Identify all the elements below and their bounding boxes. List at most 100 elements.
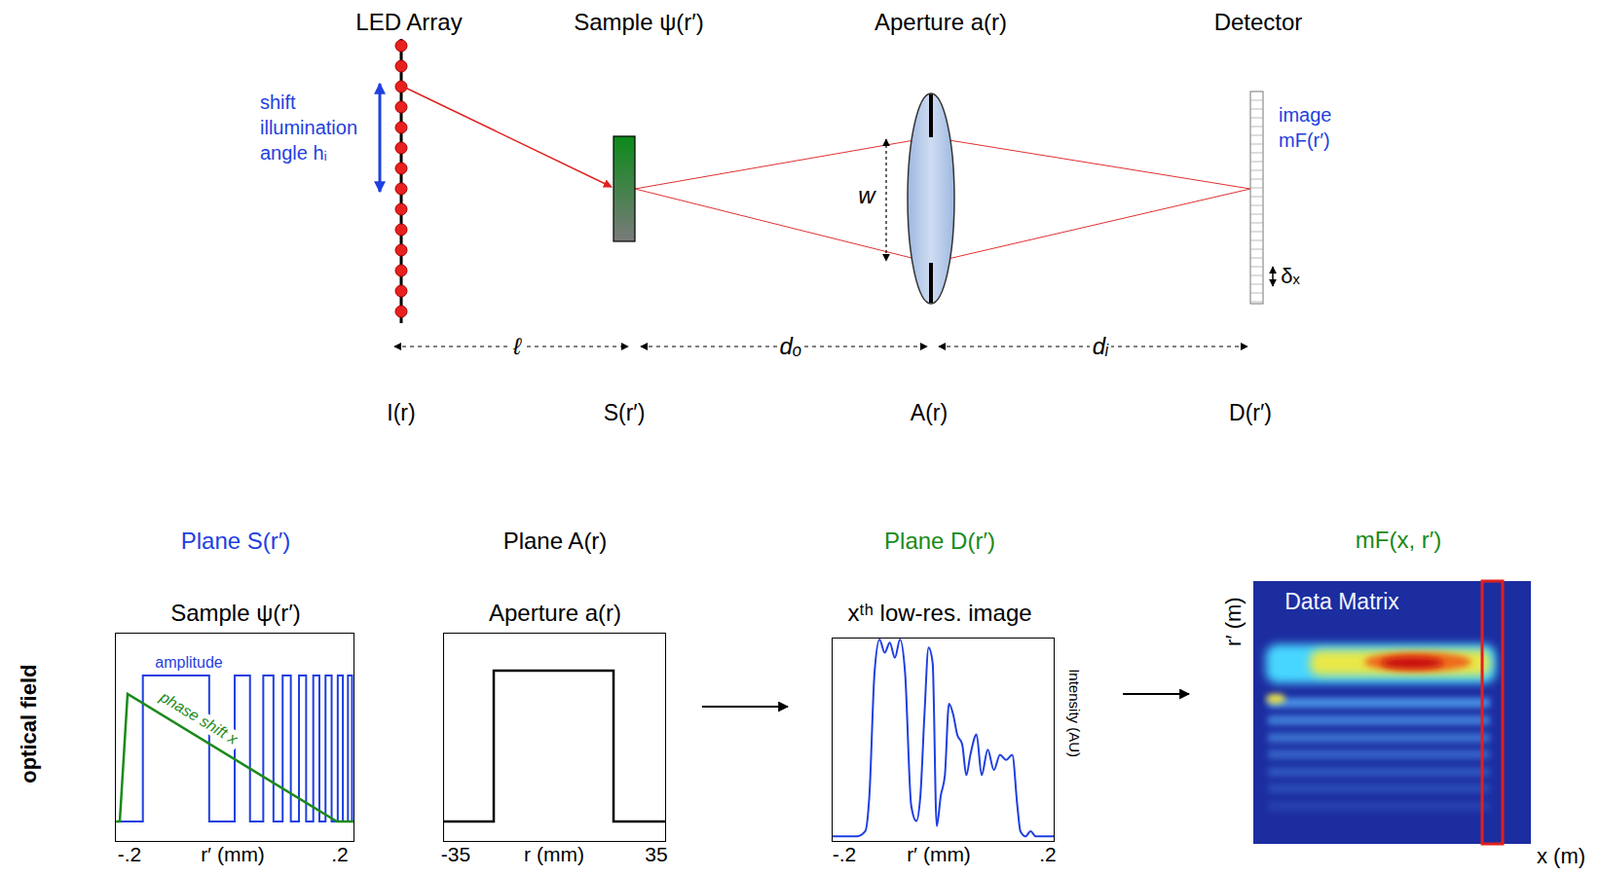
pixel-line	[1250, 179, 1264, 181]
aperture-stop	[929, 262, 933, 303]
curve-label: phase shift x	[153, 686, 244, 750]
panel-title: xᵗʰ low-res. image	[847, 599, 1032, 628]
panel-title: Sample ψ(r′)	[170, 599, 301, 628]
axis-label: Intensity (AU)	[1065, 669, 1082, 759]
led	[395, 101, 408, 113]
plot-panel: mF(x, r′)Data Matrix	[1253, 581, 1531, 845]
pixel-line	[1250, 258, 1264, 260]
pixel-line	[1250, 249, 1264, 251]
axis-label: x (m)	[1536, 844, 1586, 869]
panel-title: Data Matrix	[1284, 589, 1400, 615]
detector	[1250, 91, 1264, 304]
panel-title: Aperture a(r)	[488, 599, 622, 628]
pixel-line	[1250, 144, 1264, 146]
component-name: Aperture a(r)	[874, 8, 1007, 37]
led	[395, 203, 408, 216]
annotation: shift illumination angle hᵢ	[260, 89, 375, 166]
curve-label: amplitude	[151, 654, 225, 672]
pixel-line	[1250, 231, 1264, 233]
axis-label: r′ (m)	[1220, 597, 1245, 648]
axis-label: .2	[331, 843, 349, 867]
pixel-line	[1250, 152, 1264, 154]
axis-label: 35	[644, 843, 668, 867]
led	[395, 60, 408, 73]
pixel-line	[1250, 205, 1264, 207]
axis-label: r (mm)	[523, 843, 585, 867]
plane-name: S(r′)	[603, 400, 646, 426]
shift-arrow	[378, 83, 382, 192]
led	[395, 305, 408, 318]
row-label: optical field	[16, 665, 41, 784]
plane-title: Plane S(r′)	[181, 527, 292, 556]
pixel-line	[1250, 223, 1264, 224]
axis-label: r′ (mm)	[906, 843, 971, 867]
led	[395, 80, 408, 93]
flow-arrow	[1122, 693, 1190, 696]
pixel-line	[1250, 100, 1264, 102]
aperture-stop	[929, 94, 933, 138]
led	[395, 244, 408, 257]
component-name: Detector	[1214, 8, 1303, 37]
pixel-line	[1250, 275, 1264, 277]
dimension-label: w	[857, 182, 875, 210]
pixel-line	[1250, 161, 1264, 163]
pixel-line	[1250, 170, 1264, 172]
pixel-line	[1250, 266, 1264, 268]
dimension-label: dᵢ	[1089, 333, 1112, 361]
plane-title: Plane D(r′)	[884, 527, 996, 556]
pixel-line	[1250, 109, 1264, 111]
plane-title: Plane A(r)	[503, 527, 608, 556]
plot-panel: Plane A(r)Aperture a(r)	[443, 632, 667, 843]
detector-pixels	[1250, 100, 1264, 302]
pixel-line	[1250, 135, 1264, 137]
intensity-curve	[831, 639, 1054, 837]
pixel-line	[1250, 187, 1264, 189]
dimension-label: δₓ	[1280, 263, 1300, 289]
plane-name: I(r)	[386, 400, 415, 426]
plane-name: A(r)	[910, 400, 948, 426]
amplitude-curve	[114, 675, 355, 822]
selected-column	[1482, 581, 1503, 845]
led	[395, 223, 408, 236]
axis-label: -.2	[832, 843, 857, 867]
sample-slide	[613, 136, 635, 242]
led	[395, 39, 408, 52]
pixel-line	[1250, 240, 1264, 242]
axis-label: r′ (mm)	[200, 843, 265, 867]
pixel-line	[1250, 214, 1264, 216]
pixel-line	[1250, 301, 1264, 303]
component-name: LED Array	[355, 8, 462, 37]
led-dots	[395, 39, 408, 318]
pixel-line	[1250, 117, 1264, 119]
led	[395, 264, 408, 277]
led	[395, 285, 408, 298]
plane-title: mF(x, r′)	[1355, 526, 1442, 555]
axis-label: -35	[441, 843, 471, 867]
led	[395, 162, 408, 175]
illumination-ray	[401, 85, 612, 187]
pixel-line	[1250, 196, 1264, 198]
led	[395, 142, 408, 154]
phase-curve	[114, 694, 355, 822]
flow-arrow	[702, 706, 788, 708]
pixel-line	[1250, 126, 1264, 128]
led	[395, 121, 408, 134]
led	[395, 183, 408, 195]
plane-name: D(r′)	[1228, 400, 1272, 426]
pixel-line	[1250, 293, 1264, 295]
dimension-label: dₒ	[777, 333, 806, 361]
pixel-line	[1250, 284, 1264, 286]
axis-label: .2	[1039, 843, 1057, 867]
lens	[907, 93, 955, 304]
pixel-pitch	[1271, 266, 1274, 287]
component-name: Sample ψ(r′)	[573, 8, 705, 37]
aperture-curve	[443, 670, 667, 822]
axis-label: -.2	[117, 843, 143, 867]
aperture-width	[885, 139, 887, 261]
data-matrix	[1253, 581, 1531, 845]
dimension-label: ℓ	[510, 333, 524, 361]
annotation: image mF(r′)	[1278, 102, 1365, 153]
